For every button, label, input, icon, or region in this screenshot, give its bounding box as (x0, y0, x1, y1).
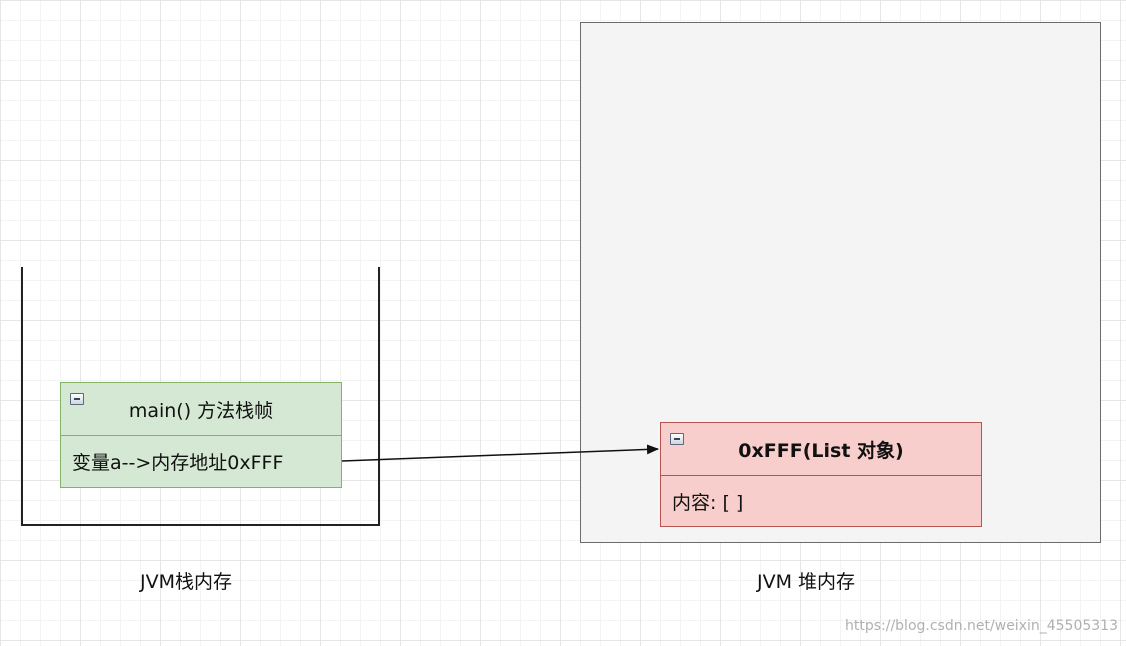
stack-frame-title: main() 方法栈帧 (128, 399, 274, 422)
stack-caption: JVM栈内存 (140, 571, 232, 593)
stack-frame-content: 变量a-->内存地址0xFFF (72, 452, 284, 474)
heap-caption: JVM 堆内存 (757, 571, 856, 593)
stack-frame-header: main() 方法栈帧 (61, 383, 341, 436)
watermark: https://blog.csdn.net/weixin_45505313 (844, 618, 1118, 634)
stack-memory-container (21, 267, 380, 526)
list-object-body: 内容: [ ] (661, 476, 981, 526)
main-stack-frame[interactable]: main() 方法栈帧 变量a-->内存地址0xFFF (60, 382, 342, 488)
stack-frame-body: 变量a-->内存地址0xFFF (61, 436, 341, 487)
list-object-header: 0xFFF(List 对象) (661, 423, 981, 476)
collapse-icon[interactable] (70, 393, 84, 405)
list-object[interactable]: 0xFFF(List 对象) 内容: [ ] (660, 422, 982, 527)
collapse-icon[interactable] (670, 433, 684, 445)
list-object-content: 内容: [ ] (672, 491, 744, 514)
list-object-title: 0xFFF(List 对象) (738, 439, 904, 462)
